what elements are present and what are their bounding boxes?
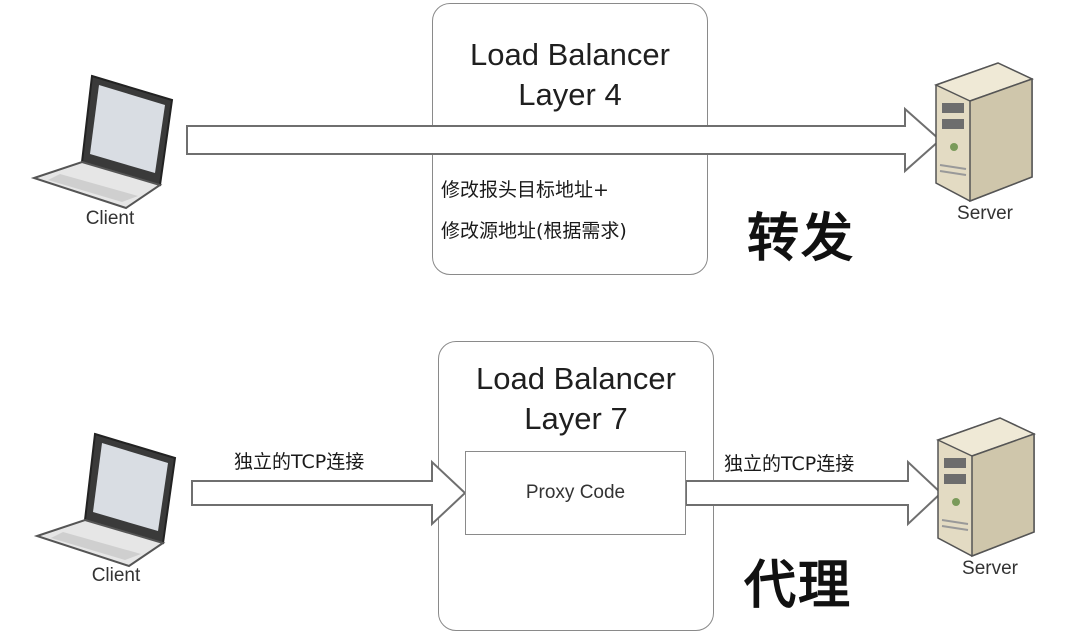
- layer7-title-line2: Layer 7: [524, 401, 628, 436]
- top-server-label: Server: [957, 203, 1013, 224]
- proxy-code-box: Proxy Code: [465, 451, 686, 535]
- bottom-server-label: Server: [962, 558, 1018, 579]
- forwarding-label: 转发: [747, 209, 856, 269]
- laptop-icon: [33, 432, 177, 568]
- bottom-client-label: Client: [91, 565, 141, 586]
- server-tower-icon: [936, 417, 1036, 558]
- layer4-note-line1: 修改报头目标地址+: [441, 179, 609, 201]
- top-client-label: Client: [85, 208, 135, 229]
- proxy-label: 代理: [744, 556, 853, 616]
- layer4-title-line1: Load Balancer: [470, 37, 670, 72]
- left-connection-label: 独立的TCP连接: [234, 451, 365, 473]
- laptop-icon: [30, 74, 174, 210]
- server-tower-icon: [934, 62, 1034, 203]
- layer7-title-line1: Load Balancer: [476, 361, 676, 396]
- layer4-note-line2: 修改源地址(根据需求): [441, 220, 627, 242]
- right-connection-label: 独立的TCP连接: [724, 453, 855, 475]
- layer4-title-line2: Layer 4: [518, 77, 622, 112]
